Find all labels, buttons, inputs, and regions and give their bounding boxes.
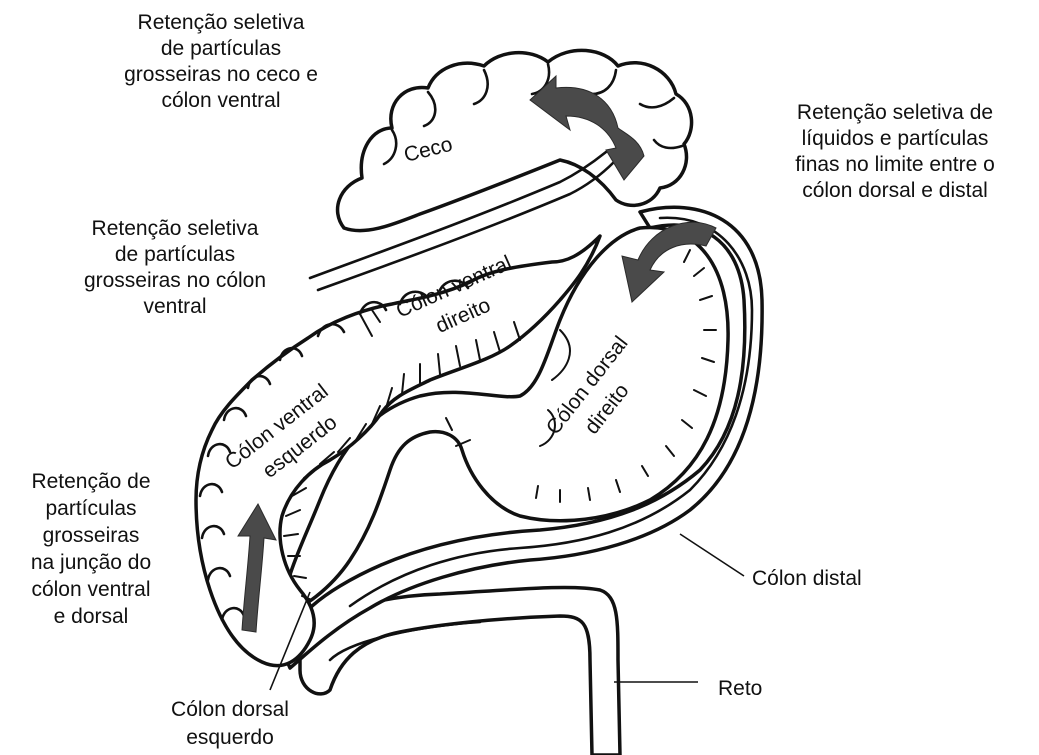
annotation-line: grosseiras no ceco e (76, 62, 366, 88)
annotation-line: cólon ventral (76, 88, 366, 114)
up-arrow-icon (238, 504, 276, 632)
annotation-line: de partículas (76, 36, 366, 62)
annotation-line: grosseiras no cólon (30, 268, 320, 294)
annotation-cecum-ventral: Retenção seletiva de partículas grosseir… (76, 10, 366, 114)
cecum (310, 50, 692, 290)
curved-arrow-icon (530, 76, 644, 180)
callout-text: Cólon dorsal (130, 696, 330, 724)
label-colon-ventral-esquerdo: Cólon ventral esquerdo (221, 376, 356, 498)
rectum (300, 587, 620, 755)
annotation-line: grosseiras (0, 522, 182, 549)
annotation-dorsal-distal: Retenção seletiva de líquidos e partícul… (760, 100, 1030, 204)
annotation-ventral-colon: Retenção seletiva de partículas grosseir… (30, 216, 320, 320)
distal-colon (286, 207, 762, 668)
annotation-line: líquidos e partículas (760, 126, 1030, 152)
callout-reto: Reto (718, 676, 762, 702)
leader-colon-distal (680, 534, 744, 576)
label-colon-ventral-direito: Cólon ventral direito (393, 249, 533, 350)
annotation-line: partículas (0, 495, 182, 522)
annotation-line: ventral (30, 294, 320, 320)
flow-arrows (238, 76, 716, 632)
callout-text: esquerdo (130, 724, 330, 752)
callout-text: Reto (718, 676, 762, 702)
callout-text: Cólon distal (752, 566, 862, 592)
annotation-line: Retenção de (0, 468, 182, 495)
annotation-line: Retenção seletiva (30, 216, 320, 242)
annotation-line: Retenção seletiva (76, 10, 366, 36)
leader-colon-dorsal-esquerdo (270, 592, 310, 690)
annotation-line: cólon dorsal e distal (760, 178, 1030, 204)
callout-colon-distal: Cólon distal (752, 566, 862, 592)
annotation-line: Retenção seletiva de (760, 100, 1030, 126)
label-ceco: Ceco (402, 133, 455, 167)
callout-colon-dorsal-esquerdo: Cólon dorsal esquerdo (130, 696, 330, 752)
annotation-line: de partículas (30, 242, 320, 268)
label-colon-dorsal-direito: Cólon dorsal direito (542, 327, 660, 457)
annotation-line: cólon ventral (0, 576, 182, 603)
annotation-line: na junção do (0, 549, 182, 576)
annotation-junction: Retenção de partículas grosseiras na jun… (0, 468, 182, 630)
right-dorsal-colon (286, 227, 729, 612)
annotation-line: e dorsal (0, 603, 182, 630)
curved-arrow-icon (622, 222, 716, 302)
annotation-line: finas no limite entre o (760, 152, 1030, 178)
